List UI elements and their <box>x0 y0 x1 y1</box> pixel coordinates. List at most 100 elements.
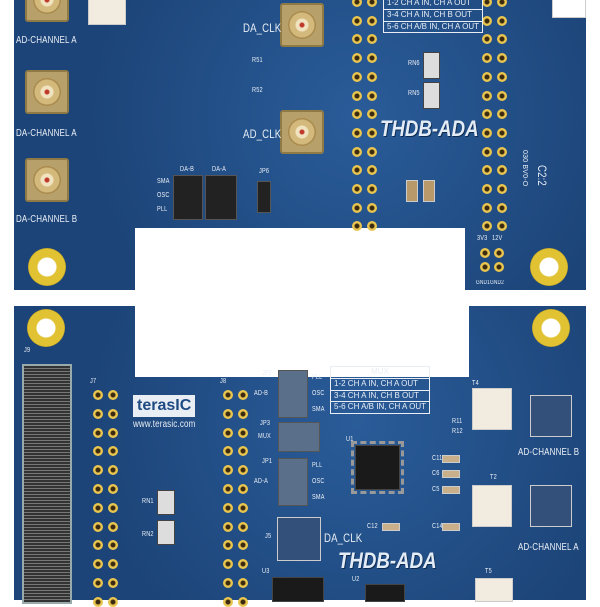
header-pin <box>108 540 118 551</box>
header-pin <box>93 484 103 494</box>
mux-row: 5-6 CH A/B IN, CH A OUT <box>334 402 427 412</box>
header-pin <box>367 202 377 213</box>
connector-j9 <box>22 364 72 604</box>
header-pin <box>352 146 362 157</box>
header-pin <box>108 502 118 513</box>
transformer <box>88 0 126 25</box>
label-ad-channel-b: AD-CHANNEL B <box>518 447 580 458</box>
label-c12: C12 <box>367 523 378 530</box>
header-pin <box>367 71 377 82</box>
header-pin <box>238 408 248 419</box>
header-pin <box>482 221 492 232</box>
top-board-cutout <box>135 228 465 292</box>
capacitor <box>382 523 400 531</box>
header-pin <box>223 521 233 532</box>
label-12v: 12V <box>492 235 503 242</box>
header-pin <box>352 184 362 194</box>
chip-u1 <box>351 441 404 494</box>
header-pin <box>497 221 507 232</box>
capacitor <box>442 486 460 494</box>
header-pin <box>352 109 362 120</box>
header-pin <box>238 578 248 588</box>
header-pin <box>93 596 103 607</box>
header-pin <box>223 408 233 419</box>
header-pin <box>238 446 248 457</box>
header-pin <box>223 484 233 494</box>
transformer-t2 <box>472 485 512 527</box>
label-j8: J8 <box>220 378 227 385</box>
label-da-a: DA-A <box>212 166 227 173</box>
jumper-header-jp2[interactable] <box>278 370 308 418</box>
header-pin <box>352 202 362 213</box>
header-pin <box>93 446 103 457</box>
bottom-board-cutout <box>135 304 469 377</box>
header-pin <box>93 540 103 551</box>
label-rn6: RN6 <box>408 60 420 67</box>
label-3v3: 3V3 <box>477 235 488 242</box>
header-pin <box>482 90 492 101</box>
label-j9: J9 <box>24 347 31 354</box>
header-pin <box>497 146 507 157</box>
header-pin <box>367 221 377 232</box>
label-osc: OSC <box>157 192 170 199</box>
sma-connector-ad-clk <box>280 110 324 154</box>
label-da-clk: DA_CLK <box>243 21 282 35</box>
header-pin <box>497 184 507 194</box>
header-pin <box>352 53 362 64</box>
header-pin <box>223 465 233 476</box>
terasic-logo: terasIC <box>133 395 196 417</box>
header-pin <box>352 221 362 232</box>
jumper-jp6[interactable] <box>257 181 271 213</box>
label-pll: PLL <box>312 374 323 381</box>
label-pll: PLL <box>157 206 168 213</box>
header-pin <box>352 127 362 138</box>
top-mux-table: 1-2 CH A IN, CH A OUT 3-4 CH A IN, CH B … <box>383 0 484 34</box>
header-pin <box>223 540 233 551</box>
label-c6: C6 <box>432 470 440 477</box>
label-osc-2: OSC <box>312 478 325 485</box>
label-rn2: RN2 <box>142 531 154 538</box>
mounting-hole <box>28 248 66 286</box>
label-revision: C2:2 <box>535 165 549 186</box>
label-jp6: JP6 <box>259 168 270 175</box>
jumper-header-da-a[interactable] <box>205 175 237 220</box>
resistor-network-rn2 <box>157 520 175 545</box>
header-pin <box>482 146 492 157</box>
chip-u3 <box>272 577 324 602</box>
jumper-header-jp1[interactable] <box>278 458 308 506</box>
mux-row: 3-4 CH A IN, CH B OUT <box>384 10 483 22</box>
header-pin <box>482 71 492 82</box>
label-rn5: RN5 <box>408 90 420 97</box>
header-pin <box>108 408 118 419</box>
label-u2: U2 <box>352 576 360 583</box>
barcode-label <box>552 0 586 18</box>
header-pin <box>352 15 362 26</box>
label-sma: SMA <box>312 406 325 413</box>
header-pin <box>93 559 103 570</box>
label-mux: MUX <box>258 433 271 440</box>
header-pin <box>108 390 118 400</box>
label-r51: R51 <box>252 57 263 64</box>
label-t2: T2 <box>490 474 497 481</box>
mux-row: 3-4 CH A IN, CH B OUT <box>331 391 430 403</box>
jumper-header-jp3[interactable] <box>278 422 320 452</box>
header-pin <box>497 165 507 176</box>
header-pin <box>352 90 362 101</box>
power-pin <box>480 248 490 258</box>
jumper-header-da-b[interactable] <box>173 175 203 220</box>
header-pin <box>223 390 233 400</box>
header-pin <box>367 53 377 64</box>
label-u3: U3 <box>262 568 270 575</box>
sma-connector-da-channel-b <box>25 158 69 202</box>
label-c11: C11 <box>432 455 443 462</box>
sma-connector-j5 <box>277 517 321 561</box>
label-t5: T5 <box>485 568 492 575</box>
header-pin <box>352 0 362 7</box>
chip-u2 <box>365 584 405 602</box>
label-gnd: GND1GND2 <box>476 280 504 286</box>
header-pin <box>367 127 377 138</box>
header-pin <box>93 390 103 400</box>
power-pin <box>494 248 504 258</box>
label-da-channel-b: DA-CHANNEL B <box>16 214 78 225</box>
header-pin <box>223 446 233 457</box>
